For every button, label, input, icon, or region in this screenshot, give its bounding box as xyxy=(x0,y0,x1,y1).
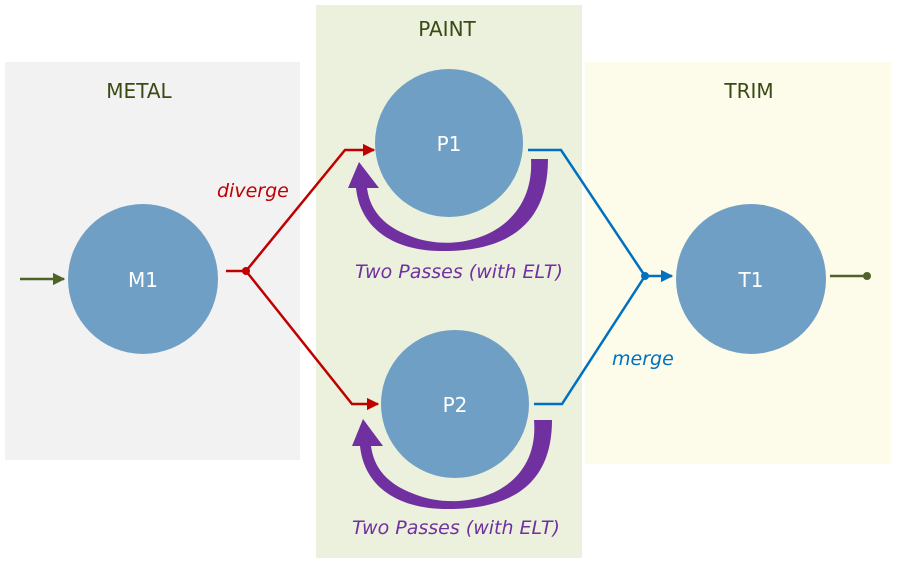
station-p2-label: P2 xyxy=(443,393,468,417)
output-connector xyxy=(830,272,871,280)
paint-zone-label: PAINT xyxy=(418,17,476,41)
diverge-label: diverge xyxy=(217,180,289,202)
two-passes-label-top: Two Passes (with ELT) xyxy=(355,261,563,283)
merge-label: merge xyxy=(612,348,674,370)
station-m1-label: M1 xyxy=(128,268,158,292)
diverge-connector xyxy=(226,143,380,411)
output-end-point xyxy=(863,272,871,280)
station-t1[interactable]: T1 xyxy=(676,204,826,354)
trim-zone-label: TRIM xyxy=(723,79,773,103)
metal-zone-label: METAL xyxy=(106,79,172,103)
merge-connector xyxy=(528,148,674,406)
station-p1-label: P1 xyxy=(437,132,462,156)
station-p1[interactable]: P1 xyxy=(375,69,523,217)
two-passes-label-bottom: Two Passes (with ELT) xyxy=(352,517,560,539)
station-t1-label: T1 xyxy=(738,268,764,292)
station-m1[interactable]: M1 xyxy=(68,204,218,354)
station-p2[interactable]: P2 xyxy=(381,330,529,478)
